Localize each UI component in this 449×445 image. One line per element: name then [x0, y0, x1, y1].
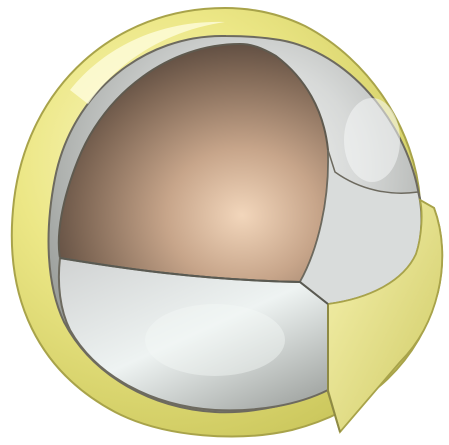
inner-highlight [344, 98, 400, 182]
lower-highlight [145, 304, 285, 376]
